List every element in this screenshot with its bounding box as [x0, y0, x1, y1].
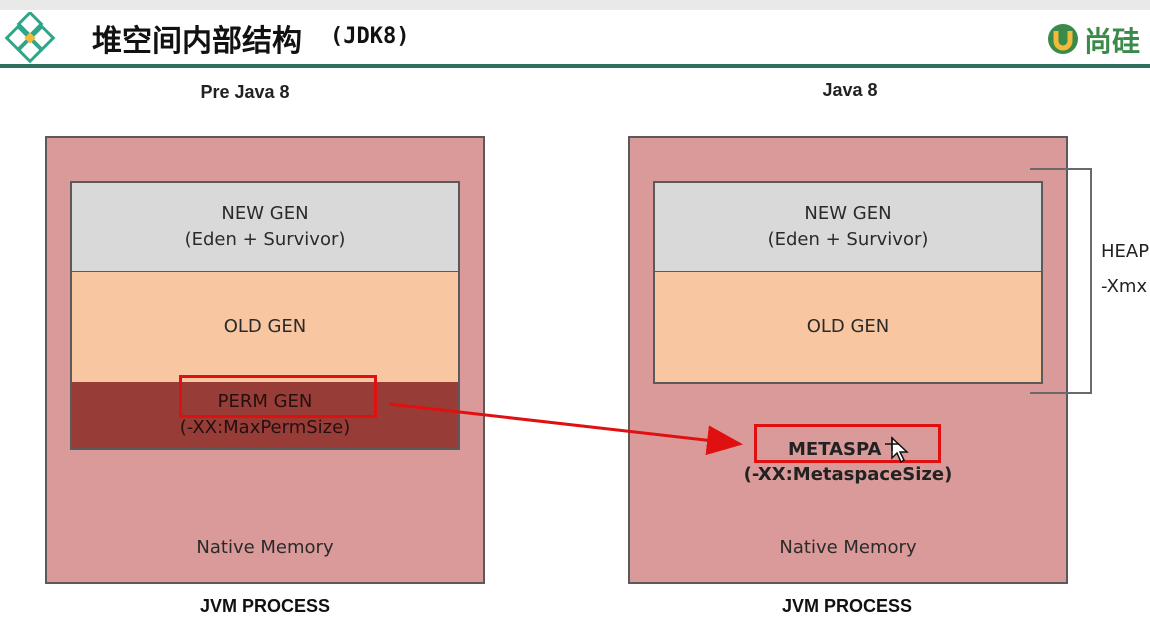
heap-xmx-option: -Xmx [1101, 276, 1148, 297]
pre-java8-heading: Pre Java 8 [200, 82, 290, 102]
right-native-memory-label: Native Memory [779, 537, 917, 558]
diamond-logo-icon [4, 12, 56, 64]
java8-heading: Java 8 [822, 80, 878, 100]
left-new-gen-block: NEW GEN (Eden + Survivor) [70, 181, 460, 272]
page-title-suffix: (JDK8) [330, 24, 410, 49]
left-old-gen-label: OLD GEN [223, 316, 307, 337]
right-jvm-process-label: JVM PROCESS [781, 596, 913, 616]
window-top-bar [0, 0, 1150, 10]
brand-name: 尚硅 [1084, 25, 1141, 58]
right-old-gen-label: OLD GEN [806, 316, 890, 337]
slide-header [0, 10, 1150, 66]
left-perm-gen-option: (-XX:MaxPermSize) [179, 417, 351, 438]
perm-gen-highlight-box [179, 375, 377, 418]
left-jvm-process-label: JVM PROCESS [199, 596, 331, 616]
metaspace-highlight-box [754, 424, 941, 463]
brand-logo-icon [1048, 24, 1078, 54]
metaspace-option: (-XX:MetaspaceSize) [743, 464, 953, 485]
left-perm-gen-label: PERM GEN [217, 391, 313, 412]
left-native-memory-label: Native Memory [196, 537, 334, 558]
page-title: 堆空间内部结构 [92, 24, 302, 59]
right-old-gen-block: OLD GEN [653, 272, 1043, 384]
right-new-gen-label: NEW GEN [804, 203, 892, 224]
left-new-gen-label: NEW GEN [221, 203, 309, 224]
left-old-gen-block: OLD GEN [70, 272, 460, 382]
header-divider [0, 64, 1150, 68]
right-new-gen-block: NEW GEN (Eden + Survivor) [653, 181, 1043, 272]
left-new-gen-detail: (Eden + Survivor) [184, 229, 346, 250]
heap-label: HEAP [1101, 241, 1150, 262]
right-new-gen-detail: (Eden + Survivor) [767, 229, 929, 250]
metaspace-label: METASPA [788, 439, 882, 460]
